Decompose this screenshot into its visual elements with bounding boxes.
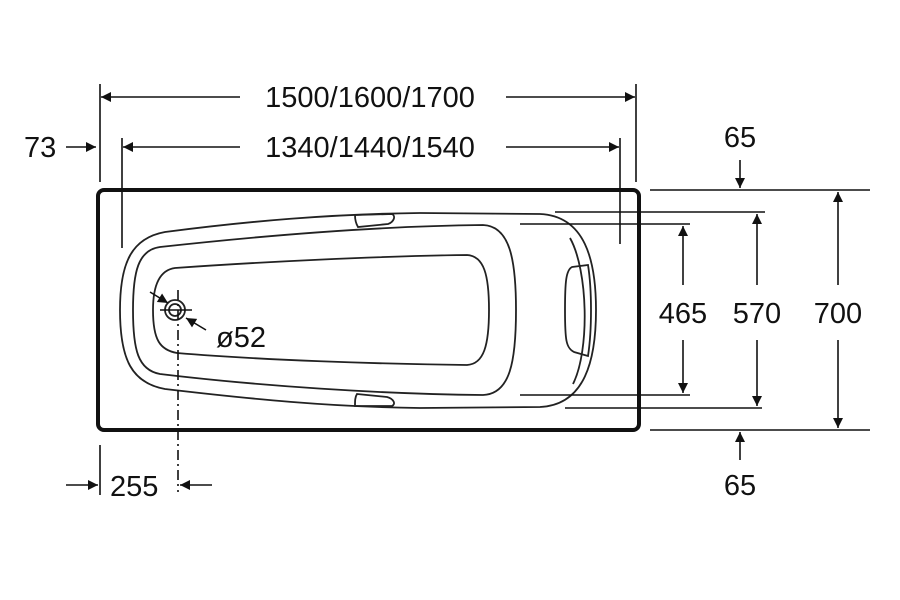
- tub-inner-rim: [132, 224, 517, 396]
- drain-icon: [160, 290, 192, 492]
- grip-handle-top: [354, 213, 395, 228]
- edge-offset-left-label: 73: [24, 132, 56, 164]
- edge-offset-top-label: 65: [724, 122, 756, 154]
- rim-width-label: 570: [733, 298, 781, 330]
- edge-offset-bottom-label: 65: [724, 470, 756, 502]
- drain-dim-arrow-2: [185, 317, 207, 331]
- tub-basin: [152, 254, 490, 366]
- drain-diameter-label: ø52: [216, 322, 266, 354]
- overall-width-label: 700: [814, 298, 862, 330]
- inner-width-label: 465: [659, 298, 707, 330]
- inner-length-label: 1340/1440/1540: [265, 132, 475, 164]
- overall-length-label: 1500/1600/1700: [265, 82, 475, 114]
- headrest-edge: [569, 237, 586, 385]
- drain-dim-arrow-1: [149, 291, 169, 304]
- drain-offset-label: 255: [110, 471, 158, 503]
- headrest: [564, 263, 592, 358]
- grip-handle-bottom: [354, 393, 395, 407]
- tub-outer-outline: [96, 188, 641, 432]
